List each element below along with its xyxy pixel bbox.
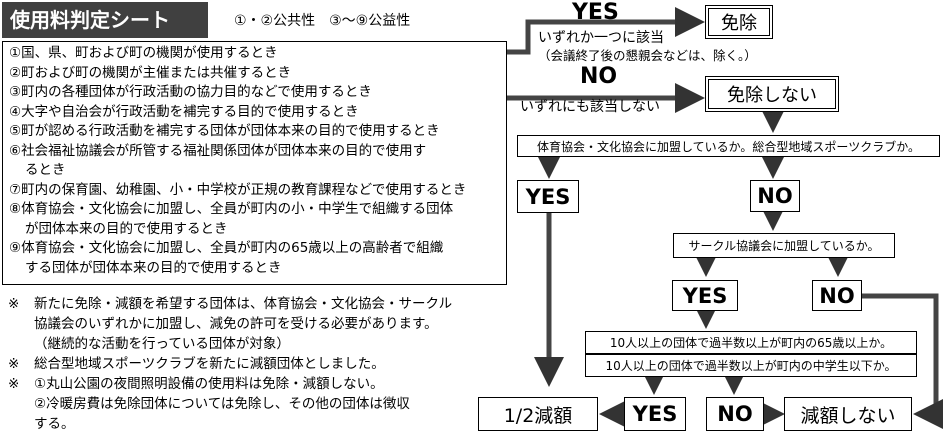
note-line: ※ 総合型地域スポーツクラブを新たに減額団体としました。 — [8, 354, 508, 374]
page-subtitle: ①・②公共性 ③〜⑨公益性 — [234, 13, 411, 29]
yes-top-subnote: （会議終了後の懇親会などは、除く。） — [538, 48, 757, 63]
q3-yes-box: YES — [624, 397, 686, 431]
note-text: 総合型地域スポーツクラブを新たに減額団体としました。 — [34, 356, 385, 372]
no-top-note: いずれにも該当しない — [520, 99, 660, 115]
arrow-q2-no-to-no-reduction — [862, 293, 943, 429]
notes-list: ※ 新たに免除・減額を希望する団体は、体育協会・文化協会・サークル協議会のいずれか… — [8, 294, 508, 434]
exempt-box: 免除 — [705, 5, 773, 39]
criteria-item: ④大字や自治会が行政活動を補完する目的で使用するとき — [9, 103, 359, 120]
not-exempt-box: 免除しない — [705, 76, 839, 112]
q2-no-box: NO — [812, 280, 862, 311]
q1-no-box: NO — [750, 180, 800, 212]
criteria-item-continuation: する団体が団体本来の目的で使用するとき — [25, 259, 282, 276]
criteria-item: ⑨体育協会・文化協会に加盟し、全員が町内の65歳以上の高齢者で組織 — [9, 240, 444, 256]
criteria-item: ⑧体育協会・文化協会に加盟し、全員が町内の小・中学生で組織する団体 — [9, 201, 454, 217]
half-reduction-box: 1/2減額 — [478, 397, 598, 431]
note-mark: ※ — [8, 376, 20, 392]
criteria-item: ②町および町の機関が主催または共催するとき — [9, 64, 292, 81]
note-mark: ※ — [8, 356, 20, 372]
question-association-membership: 体育協会・文化協会に加盟しているか。総合型地域スポーツクラブか。 — [517, 135, 940, 157]
note-mark: ※ — [8, 296, 20, 312]
note-text: ①丸山公園の夜間照明設備の使用料は免除・減額しない。 — [34, 376, 384, 392]
question-elderly-majority: 10人以上の団体で過半数以上が町内の65歳以上か。 — [585, 331, 917, 354]
note-line: ②冷暖房費は免除団体については免除し、その他の団体は徴収 — [8, 394, 508, 414]
question-students-majority: 10人以上の団体で過半数以上が町内の中学生以下か。 — [585, 354, 917, 377]
note-line: （継続的な活動を行っている団体が対象） — [8, 334, 508, 354]
question-circle-council: サークル協議会に加盟しているか。 — [673, 233, 895, 258]
no-reduction-box: 減額しない — [784, 397, 912, 431]
criteria-item: ③町内の各種団体が行政活動の協力目的などで使用するとき — [9, 84, 372, 100]
note-text: ②冷暖房費は免除団体については免除し、その他の団体は徴収 — [34, 396, 410, 412]
q3-no-box: NO — [706, 397, 764, 431]
yes-top-note: いずれか一つに該当 — [538, 30, 664, 46]
note-line: 協議会のいずれかに加盟し、減免の許可を受ける必要があります。 — [8, 314, 508, 334]
no-label-top: NO — [580, 64, 618, 89]
criteria-item-continuation: るとき — [25, 162, 66, 178]
criteria-list: ①国、県、町および町の機関が使用するとき ②町および町の機関が主催または共催すると… — [2, 41, 507, 285]
criteria-item: ⑤町が認める行政活動を補完する団体が団体本来の目的で使用するとき — [9, 123, 440, 139]
q1-yes-box: YES — [517, 180, 579, 213]
criteria-item: ①国、県、町および町の機関が使用するとき — [9, 45, 278, 61]
note-text: 新たに免除・減額を希望する団体は、体育協会・文化協会・サークル — [34, 296, 453, 312]
note-line: する。 — [8, 414, 508, 434]
note-text: （継続的な活動を行っている団体が対象） — [34, 336, 290, 352]
note-line: ※ 新たに免除・減額を希望する団体は、体育協会・文化協会・サークル — [8, 294, 508, 314]
note-text: する。 — [34, 416, 75, 432]
criteria-item: ⑥社会福祉協議会が所管する福祉関係団体が団体本来の目的で使用す — [9, 142, 427, 159]
criteria-item: ⑦町内の保育園、幼稚園、小・中学校が正規の教育課程などで使用するとき — [9, 181, 467, 198]
q2-yes-box: YES — [672, 280, 738, 311]
yes-label-top: YES — [572, 0, 619, 25]
note-text: 協議会のいずれかに加盟し、減免の許可を受ける必要があります。 — [34, 316, 438, 332]
arrow-criteria-to-exempt — [507, 7, 705, 55]
criteria-item-continuation: が団体本来の目的で使用するとき — [25, 220, 228, 237]
page-title: 使用料判定シート — [2, 2, 208, 38]
note-line: ※ ①丸山公園の夜間照明設備の使用料は免除・減額しない。 — [8, 374, 508, 394]
